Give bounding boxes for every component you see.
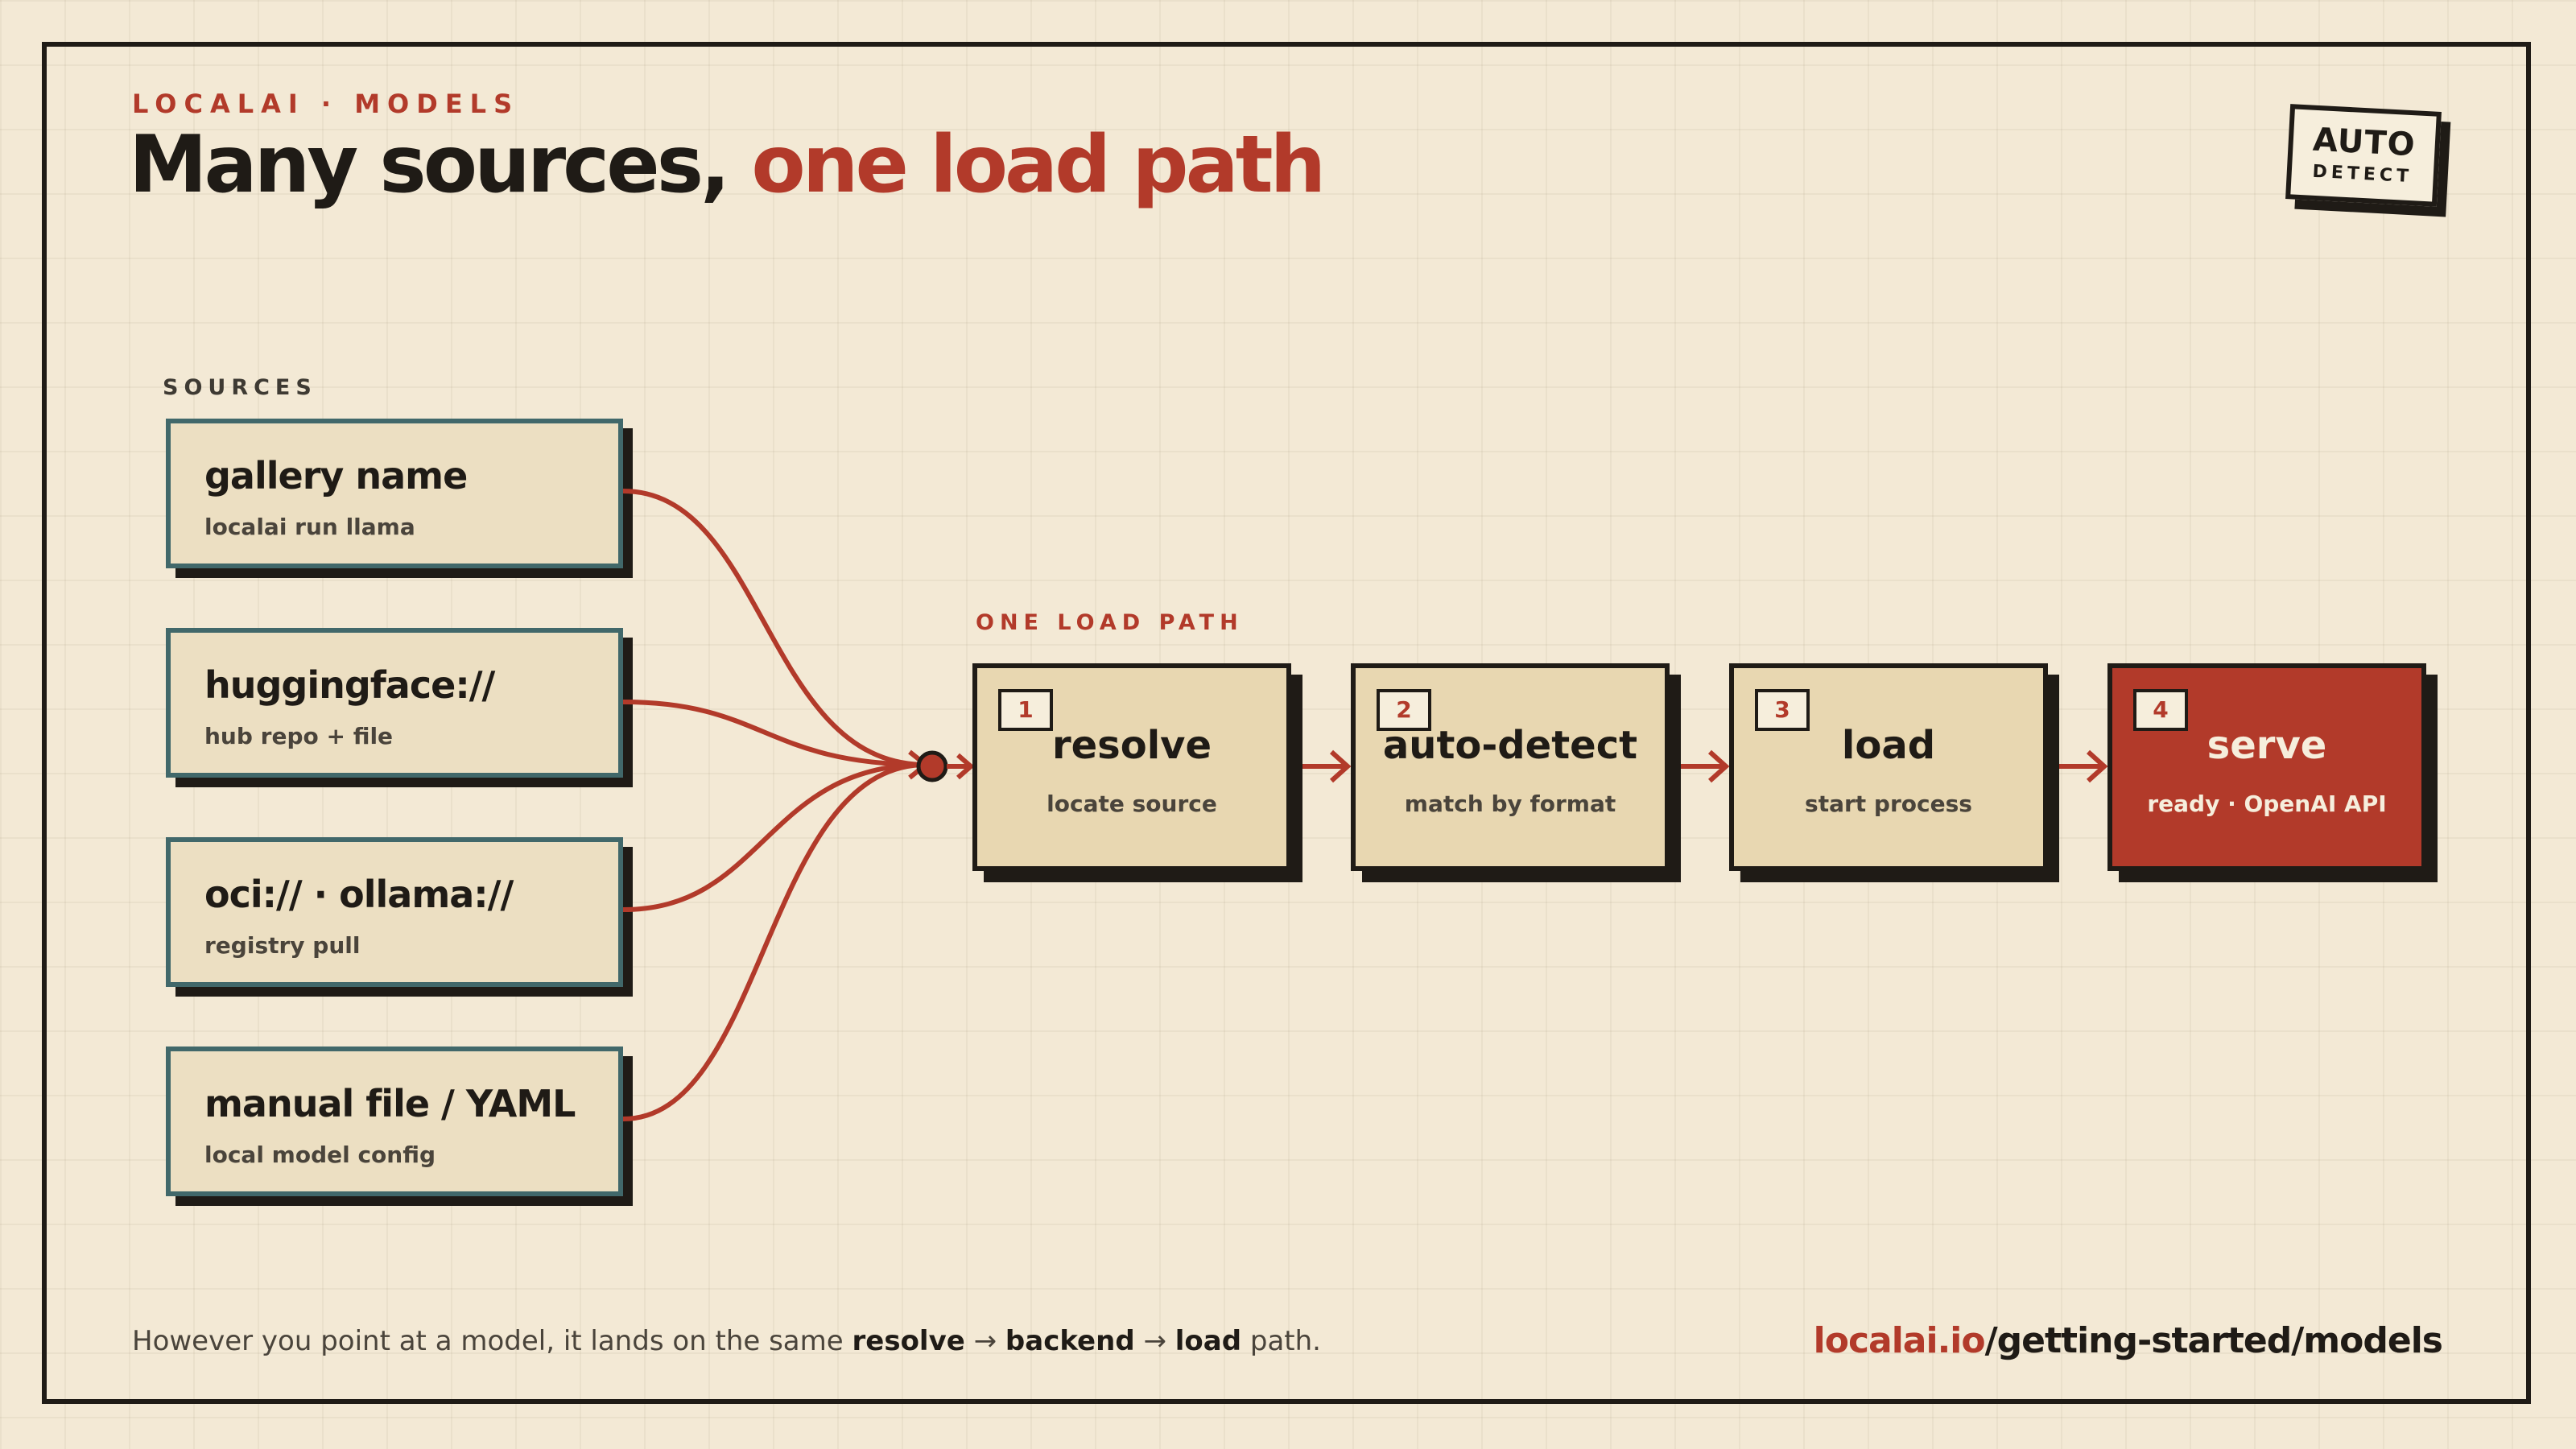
- stage-resolve: 1 resolve locate source: [972, 663, 1291, 871]
- docs-link-path: /getting-started/models: [1984, 1320, 2443, 1361]
- title-main: Many sources,: [129, 119, 730, 211]
- source-subtitle: local model config: [204, 1141, 436, 1168]
- connector-oci: [622, 762, 927, 912]
- source-title: manual file / YAML: [204, 1082, 576, 1125]
- source-title: oci:// · ollama://: [204, 873, 514, 916]
- stage-title: resolve: [1051, 723, 1212, 768]
- footer-text-after: path.: [1241, 1325, 1321, 1357]
- kicker: LOCALAI · MODELS: [132, 89, 520, 119]
- source-gallery-name: gallery name localai run llama: [166, 419, 623, 568]
- stage-subtitle: ready · OpenAI API: [2147, 791, 2387, 817]
- stage-number: 2: [1377, 689, 1431, 731]
- stage-number: 3: [1755, 689, 1810, 731]
- source-manual-file: manual file / YAML local model config: [166, 1046, 623, 1196]
- merge-node: [916, 750, 948, 782]
- stage-auto-detect: 2 auto-detect match by format: [1351, 663, 1670, 871]
- arrow-resolve-to-detect: [1290, 749, 1352, 783]
- stage-number: 1: [998, 689, 1053, 731]
- footer-arrow: →: [964, 1325, 1005, 1357]
- arrow-load-to-serve: [2046, 749, 2108, 783]
- footer-text-before: However you point at a model, it lands o…: [132, 1325, 852, 1357]
- slide-frame: [42, 42, 2531, 1404]
- sources-label: SOURCES: [163, 375, 317, 400]
- title-accent: one load path: [751, 119, 1326, 211]
- source-title: huggingface://: [204, 663, 495, 707]
- footer-step-resolve: resolve: [852, 1325, 965, 1357]
- connector-manual: [622, 762, 927, 1121]
- arrow-merge-to-resolve: [947, 753, 975, 780]
- source-subtitle: localai run llama: [204, 514, 415, 540]
- footer-step-backend: backend: [1005, 1325, 1135, 1357]
- docs-link-domain: localai.io: [1813, 1320, 1986, 1361]
- source-huggingface: huggingface:// hub repo + file: [166, 628, 623, 778]
- page-title: Many sources, one load path: [129, 119, 1326, 211]
- source-title: gallery name: [204, 454, 468, 497]
- source-subtitle: registry pull: [204, 932, 361, 959]
- connector-gallery: [622, 489, 927, 767]
- stage-title: load: [1841, 723, 1936, 768]
- stage-title: serve: [2207, 723, 2327, 768]
- source-subtitle: hub repo + file: [204, 723, 394, 749]
- load-path-label: ONE LOAD PATH: [976, 610, 1244, 635]
- stage-subtitle: start process: [1805, 791, 1972, 817]
- footer-step-load: load: [1174, 1325, 1242, 1357]
- stage-serve: 4 serve ready · OpenAI API: [2107, 663, 2426, 871]
- connector-huggingface: [622, 700, 927, 767]
- footer-caption: However you point at a model, it lands o…: [132, 1325, 1321, 1357]
- stage-title: auto-detect: [1382, 723, 1638, 768]
- docs-link[interactable]: localai.io/getting-started/models: [1813, 1320, 2443, 1361]
- arrow-detect-to-load: [1668, 749, 1730, 783]
- source-oci-ollama: oci:// · ollama:// registry pull: [166, 837, 623, 987]
- stage-subtitle: match by format: [1404, 791, 1616, 817]
- stage-number: 4: [2133, 689, 2188, 731]
- footer-arrow: →: [1134, 1325, 1175, 1357]
- stage-subtitle: locate source: [1046, 791, 1217, 817]
- stage-load: 3 load start process: [1729, 663, 2048, 871]
